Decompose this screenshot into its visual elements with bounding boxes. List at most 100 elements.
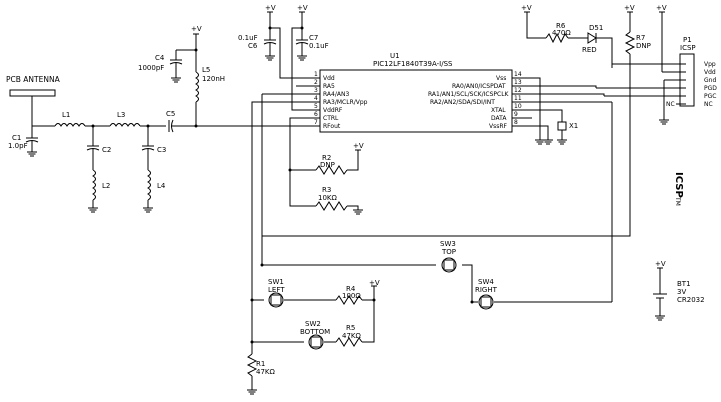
r1-value: 47KΩ — [256, 368, 275, 376]
inductor-l4: L4 — [142, 169, 166, 213]
bt1-ref: BT1 — [677, 280, 691, 288]
svg-text:6: 6 — [314, 111, 318, 118]
l5-value: 120nH — [202, 75, 225, 83]
sw2-name: BOTTOM — [300, 328, 330, 336]
u1-part: PIC12LF1840T39A-I/SS — [373, 60, 453, 68]
bt1-part: CR2032 — [677, 296, 705, 304]
resistor-r2: +V R2 DNP — [289, 117, 364, 175]
capacitor-c2: C2 — [86, 126, 111, 170]
svg-text:10: 10 — [514, 103, 522, 110]
capacitor-c7: +V C7 0.1uF — [295, 4, 329, 61]
resistor-r7: +V R7 DNP — [624, 4, 651, 86]
svg-text:RA3/MCLR/Vpp: RA3/MCLR/Vpp — [323, 99, 368, 106]
svg-text:CTRL: CTRL — [323, 115, 339, 122]
c1-ref: C1 — [12, 134, 21, 142]
r5-ref: R5 — [346, 324, 355, 332]
svg-text:RA1/AN1/SCL/SCK/ICSPCLK: RA1/AN1/SCL/SCK/ICSPCLK — [428, 91, 510, 98]
c1-value: 1.0pF — [8, 142, 28, 150]
svg-text:Vpp: Vpp — [704, 61, 716, 68]
svg-text:Vdd: Vdd — [323, 75, 335, 82]
svg-text:12: 12 — [514, 87, 522, 94]
x1-ref: X1 — [569, 122, 578, 130]
r2-value: DNP — [320, 161, 335, 169]
switch-sw2: SW2 BOTTOM — [250, 320, 336, 350]
svg-text:3: 3 — [314, 87, 318, 94]
icsp-logo-text: ICSP — [673, 172, 684, 198]
svg-text:Gnd: Gnd — [704, 77, 716, 84]
l5-ref: L5 — [202, 66, 210, 74]
r1-ref: R1 — [256, 360, 265, 368]
svg-text:RFout: RFout — [323, 123, 341, 130]
r2-ref: R2 — [322, 154, 331, 162]
d51-ref: D51 — [589, 24, 603, 32]
sw4-name: RIGHT — [475, 286, 498, 294]
c4-value: 1000pF — [138, 64, 164, 72]
l4-ref: L4 — [157, 182, 166, 190]
bt1-voltage: 3V — [677, 288, 686, 296]
p1-name: ICSP — [680, 44, 696, 52]
capacitor-c1: C1 1.0pF — [8, 126, 39, 157]
led-d51: D51 RED — [568, 24, 613, 68]
svg-text:4: 4 — [314, 95, 318, 102]
crystal-x1: X1 — [532, 109, 578, 145]
c2-ref: C2 — [102, 146, 111, 154]
svg-text:14: 14 — [514, 71, 522, 78]
svg-text:+V: +V — [656, 4, 667, 12]
sw4-ref: SW4 — [478, 278, 494, 286]
antenna-label: PCB ANTENNA — [6, 75, 61, 84]
r7-ref: R7 — [636, 34, 645, 42]
r6-value: 470Ω — [552, 29, 571, 37]
capacitor-c5: C5 — [166, 110, 175, 133]
p1-nc: NC — [666, 101, 675, 108]
c6-value: 0.1uF — [238, 34, 258, 42]
svg-text:+V: +V — [353, 142, 364, 150]
svg-text:5: 5 — [314, 103, 318, 110]
c7-ref: C7 — [309, 34, 318, 42]
sw3-ref: SW3 — [440, 240, 456, 248]
u1-ref: U1 — [390, 52, 400, 60]
switch-sw4: SW4 RIGHT — [470, 278, 612, 310]
r7-value: DNP — [636, 42, 651, 50]
svg-text:VssRF: VssRF — [489, 123, 508, 130]
svg-text:RA5: RA5 — [323, 83, 335, 90]
inductor-l3: L3 — [109, 111, 141, 127]
svg-text:2: 2 — [314, 79, 318, 86]
r4-value: 100Ω — [342, 292, 361, 300]
resistor-r6: +V R6 470Ω — [521, 4, 571, 44]
svg-text:+V: +V — [265, 4, 276, 12]
sw1-name: LEFT — [268, 286, 285, 294]
svg-text:RA4/AN3: RA4/AN3 — [323, 91, 349, 98]
capacitor-c4: C4 1000pF — [138, 48, 198, 83]
svg-text:Vdd: Vdd — [704, 69, 716, 76]
sw3-name: TOP — [441, 248, 456, 256]
svg-text:+V: +V — [369, 279, 380, 287]
r6-ref: R6 — [556, 22, 566, 30]
svg-text:1: 1 — [314, 71, 318, 78]
r4-ref: R4 — [346, 285, 356, 293]
pcb-antenna: PCB ANTENNA — [6, 75, 61, 126]
r3-value: 10KΩ — [318, 194, 337, 202]
c4-ref: C4 — [155, 54, 165, 62]
r5-value: 47KΩ — [342, 332, 361, 340]
capacitor-c6: +V 0.1uF C6 — [238, 4, 277, 61]
l3-ref: L3 — [117, 111, 125, 119]
icsp-tm-text: TM — [674, 196, 681, 206]
sw1-ref: SW1 — [268, 278, 284, 286]
p1-pin-labels: Vpp Vdd Gnd PGD PGC NC — [704, 61, 717, 108]
resistor-r3: R3 10KΩ — [288, 168, 364, 215]
inductor-l1: L1 — [54, 111, 86, 127]
svg-text:PGD: PGD — [704, 85, 717, 92]
